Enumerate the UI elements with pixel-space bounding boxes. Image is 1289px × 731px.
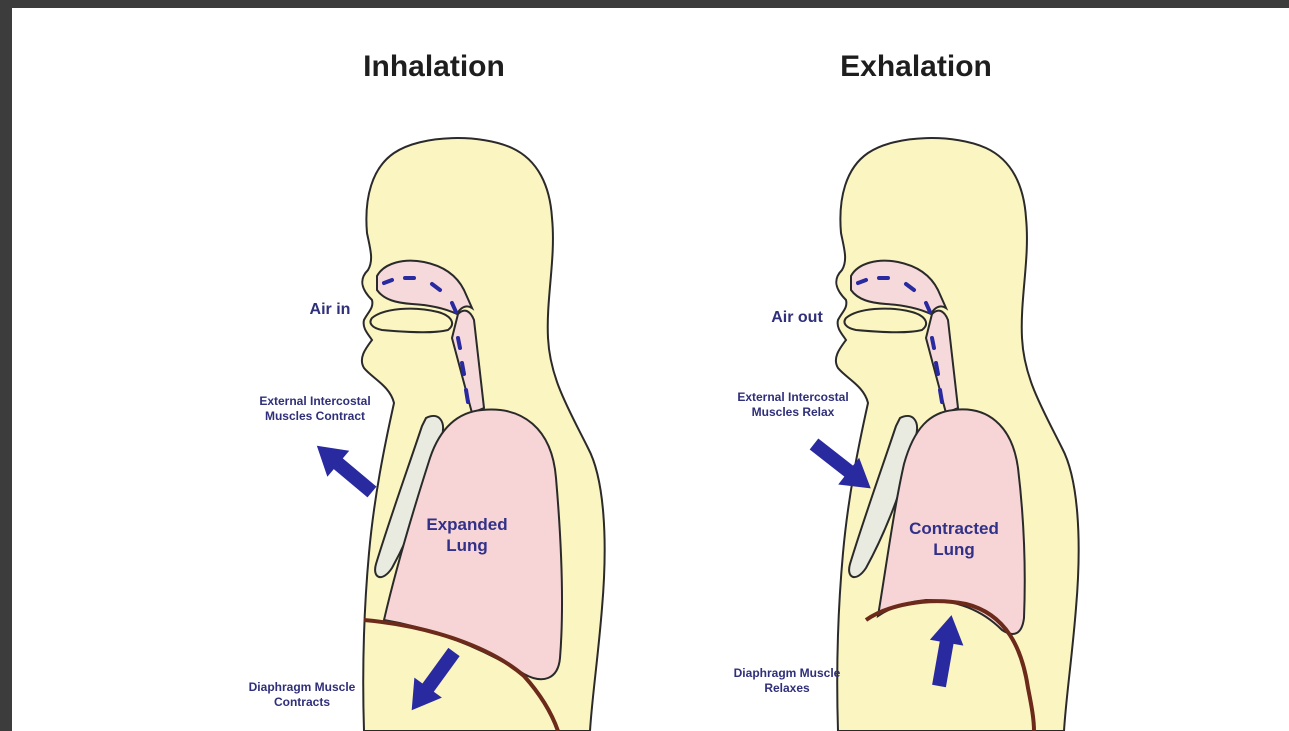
exhalation-lung-label: Contracted Lung [894, 518, 1014, 561]
respiration-diagram [12, 8, 1289, 731]
inhalation-intercostal-label: External Intercostal Muscles Contract [240, 394, 390, 424]
exhalation-intercostal-label: External Intercostal Muscles Relax [718, 390, 868, 420]
inhalation-intercostal-arrow [306, 433, 383, 505]
inhalation-air-label: Air in [290, 300, 370, 320]
inhalation-lung-label: Expanded Lung [412, 514, 522, 557]
exhalation-title: Exhalation [766, 50, 1066, 84]
exhalation-figure [804, 138, 1079, 731]
inhalation-diaphragm-label: Diaphragm Muscle Contracts [227, 680, 377, 710]
exhalation-diaphragm-label: Diaphragm Muscle Relaxes [712, 666, 862, 696]
exhalation-air-label: Air out [757, 308, 837, 328]
diagram-canvas: Inhalation Exhalation Air in External In… [12, 8, 1289, 731]
exhalation-tongue [844, 309, 926, 333]
inhalation-title: Inhalation [284, 50, 584, 84]
inhalation-tongue [370, 309, 452, 333]
inhalation-figure [306, 138, 605, 731]
